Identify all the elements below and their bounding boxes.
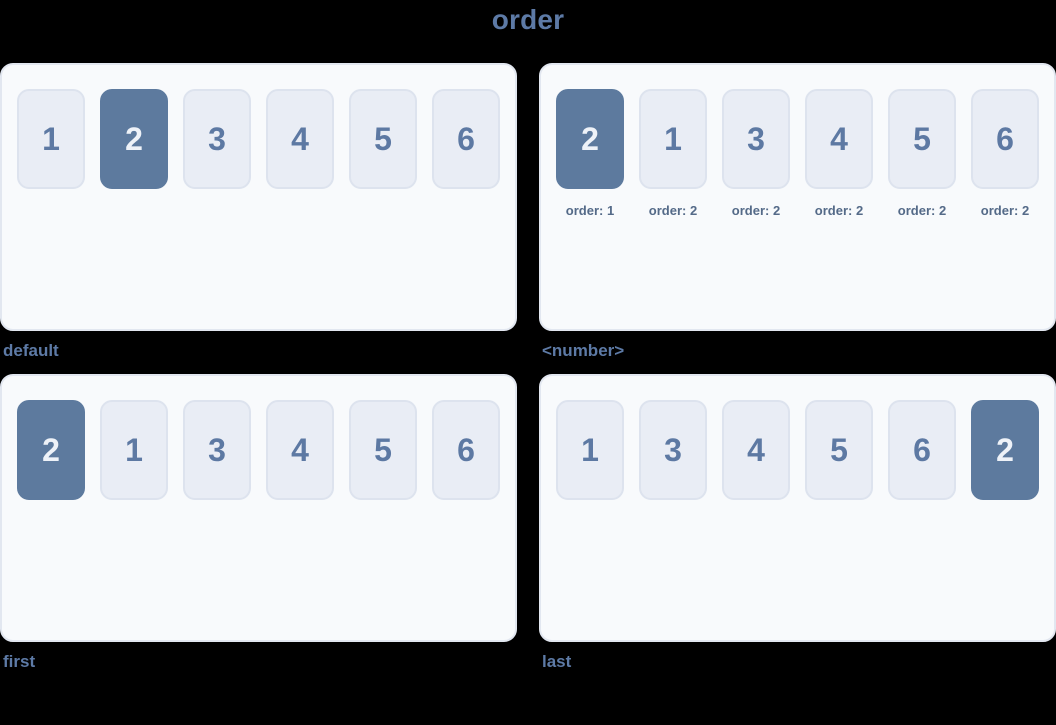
flex-item-box-highlighted: 2 [556, 89, 624, 189]
flex-item-box-highlighted: 2 [17, 400, 85, 500]
order-value-label: order: 1 [565, 203, 615, 218]
flex-item-box: 4 [805, 89, 873, 189]
flex-item-box: 5 [349, 400, 417, 500]
flex-item: 1 [556, 400, 624, 500]
flex-item: 6 [888, 400, 956, 500]
flex-item: 5 [349, 400, 417, 500]
panel-caption-default: default [3, 341, 59, 360]
flex-item-box: 1 [100, 400, 168, 500]
flex-item-box: 3 [722, 89, 790, 189]
flex-item-box: 5 [349, 89, 417, 189]
flex-item-box: 4 [722, 400, 790, 500]
flex-item-box: 4 [266, 400, 334, 500]
flex-item: 1 order: 2 [639, 89, 707, 218]
flex-item: 3 [183, 400, 251, 500]
order-value-label: order: 2 [814, 203, 864, 218]
flex-item-box: 5 [805, 400, 873, 500]
flex-item: 1 [17, 89, 85, 189]
flex-item-box-highlighted: 2 [971, 400, 1039, 500]
flex-item: 6 [432, 400, 500, 500]
flex-item-box: 1 [556, 400, 624, 500]
panel-caption-first: first [3, 652, 36, 671]
flex-item-box: 1 [17, 89, 85, 189]
flex-item: 4 [722, 400, 790, 500]
order-value-label: order: 2 [648, 203, 698, 218]
panel-caption-number: <number> [542, 341, 625, 360]
flex-item-box: 5 [888, 89, 956, 189]
flex-item: 2 [971, 400, 1039, 500]
flex-item: 4 order: 2 [805, 89, 873, 218]
flex-item: 3 [183, 89, 251, 189]
order-value-label: order: 2 [897, 203, 947, 218]
flex-item-box: 6 [432, 400, 500, 500]
panel-caption-last: last [542, 652, 572, 671]
flex-item: 5 order: 2 [888, 89, 956, 218]
flex-item-box: 1 [639, 89, 707, 189]
flex-item-box: 6 [971, 89, 1039, 189]
page-title: order [491, 4, 565, 35]
flex-item-box: 3 [183, 89, 251, 189]
flex-item-box: 3 [639, 400, 707, 500]
flex-item: 5 [349, 89, 417, 189]
flex-item: 2 [100, 89, 168, 189]
flex-item: 4 [266, 400, 334, 500]
panel-cell-number: 2 order: 1 1 order: 2 3 order: 2 4 order: 2 5 ord… [539, 63, 1056, 374]
flex-item: 6 [432, 89, 500, 189]
flex-item-box: 4 [266, 89, 334, 189]
flex-item: 3 [639, 400, 707, 500]
flex-container-number: 2 order: 1 1 order: 2 3 order: 2 4 order: 2 5 ord… [539, 63, 1056, 331]
flex-item-box: 6 [888, 400, 956, 500]
order-value-label: order: 2 [980, 203, 1030, 218]
flex-item: 5 [805, 400, 873, 500]
flex-item-box: 6 [432, 89, 500, 189]
flex-item: 6 order: 2 [971, 89, 1039, 218]
flex-item: 3 order: 2 [722, 89, 790, 218]
flex-item: 1 [100, 400, 168, 500]
flex-item-box: 3 [183, 400, 251, 500]
flex-item-box-highlighted: 2 [100, 89, 168, 189]
order-value-label: order: 2 [731, 203, 781, 218]
flex-item: 2 [17, 400, 85, 500]
flex-item: 4 [266, 89, 334, 189]
flex-item: 2 order: 1 [556, 89, 624, 218]
